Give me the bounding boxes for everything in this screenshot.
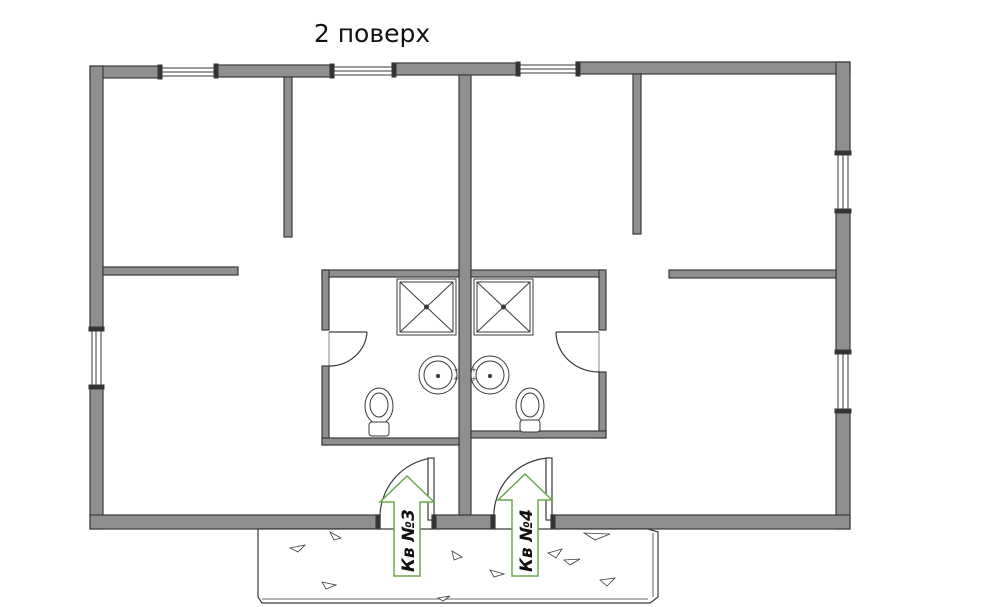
entry-arrow-apt-3: Кв №3 <box>378 474 436 577</box>
sink-right: + + <box>470 355 510 395</box>
door-bathroom-left <box>328 331 368 367</box>
svg-text:+: + <box>471 366 477 374</box>
svg-text:+: + <box>453 366 459 374</box>
windows <box>88 61 852 414</box>
shower-right <box>473 278 534 336</box>
shower-left <box>396 278 457 336</box>
toilet-left <box>364 387 394 437</box>
entry-arrow-apt-4: Кв №4 <box>496 472 554 577</box>
landing-hatch <box>288 531 617 602</box>
window-top-2 <box>329 62 397 79</box>
interior-walls <box>102 73 837 516</box>
door-bathroom-right <box>555 331 600 373</box>
svg-text:+: + <box>453 375 459 383</box>
floor-title: 2 поверх <box>314 19 430 48</box>
window-top-3 <box>515 61 581 77</box>
stair-landing <box>257 528 659 604</box>
sink-left: + + <box>418 355 459 395</box>
apartment-label-3: Кв №3 <box>399 509 419 572</box>
window-top-1 <box>157 63 219 80</box>
apartment-label-4: Кв №4 <box>517 509 537 572</box>
svg-text:+: + <box>471 375 477 383</box>
window-right-1 <box>834 150 852 214</box>
bathroom-doors <box>328 331 600 373</box>
window-left <box>88 326 105 390</box>
toilet-right <box>515 387 545 433</box>
window-right-2 <box>834 349 852 414</box>
exterior-walls <box>89 61 851 530</box>
